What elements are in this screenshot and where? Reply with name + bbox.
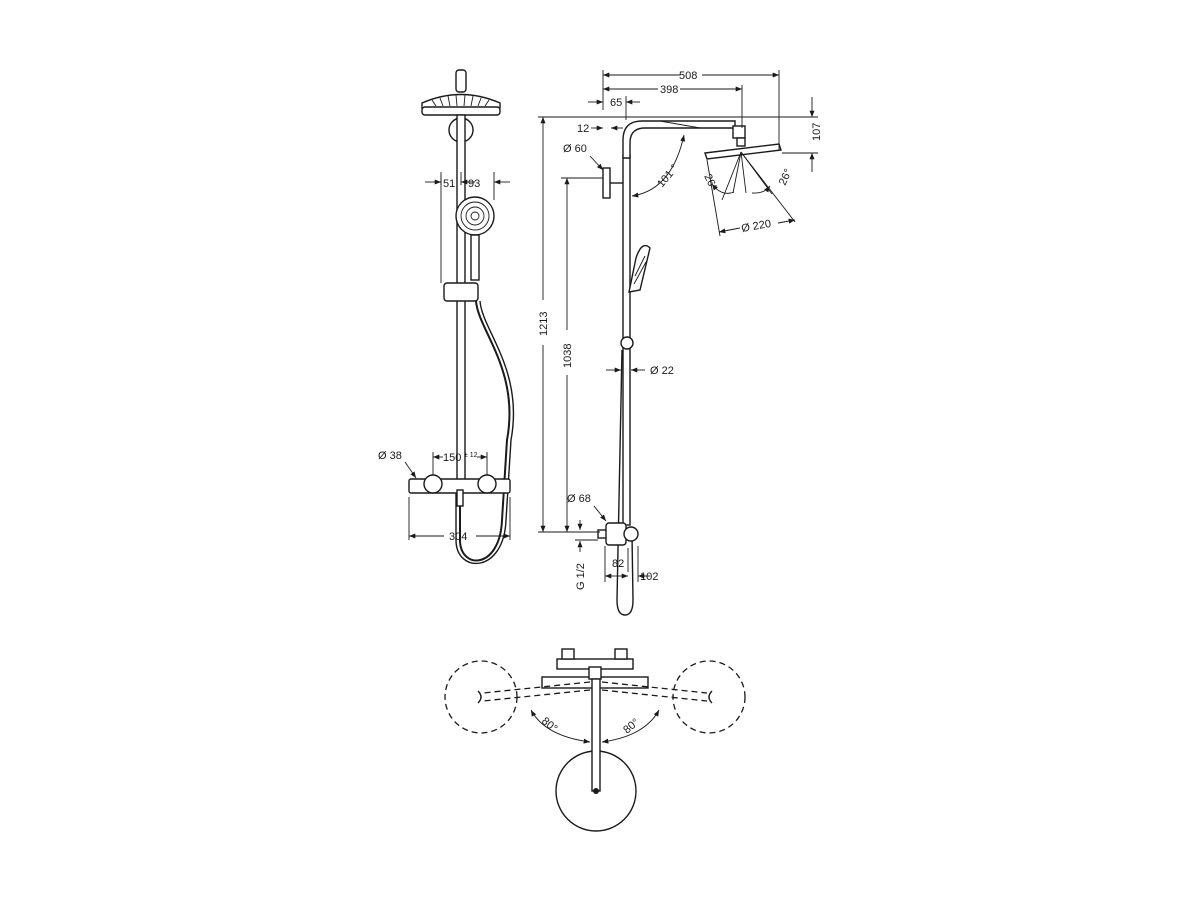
- front-view: 51 93 Ø 38 150 ± 12 304: [378, 69, 515, 565]
- dim-thread: G 1/2: [575, 520, 598, 590]
- width-304-label: 304: [449, 531, 467, 543]
- angle-101: 101 °: [631, 134, 686, 198]
- dim-150: 150 ± 12: [432, 452, 488, 475]
- arm-left: [482, 681, 591, 702]
- hose-side: [616, 349, 634, 616]
- dim-65-label: 65: [610, 97, 622, 109]
- thread-label: G 1/2: [575, 563, 587, 590]
- dim-60: Ø 60: [563, 143, 604, 171]
- dim-107-label: 107: [811, 123, 823, 141]
- dim-304: 304: [408, 497, 511, 543]
- dim-65: 65: [588, 96, 640, 120]
- wall-bracket: [602, 167, 611, 199]
- dim-38: Ø 38: [378, 450, 417, 479]
- arm-right: [601, 681, 708, 702]
- diameter-220-label: Ø 220: [740, 218, 772, 235]
- angle-left-label: 80°: [539, 715, 559, 735]
- shower-hose: [459, 300, 511, 562]
- dim-93-label: 93: [468, 178, 480, 190]
- angle-101-label: 101 °: [655, 162, 681, 189]
- arm-center: [591, 678, 601, 792]
- dim-398: 398: [603, 84, 743, 128]
- dim-107: 107: [748, 97, 823, 172]
- top-view: 80° 80°: [444, 648, 746, 832]
- hand-shower: [455, 196, 495, 281]
- dim-12: 12: [577, 123, 623, 135]
- slider-holder: [443, 282, 479, 302]
- spacing-tolerance-label: ± 12: [464, 452, 478, 459]
- dim-398-label: 398: [660, 84, 678, 96]
- side-view: 508 398 65 12 107 Ø 60: [538, 70, 823, 616]
- dim-1038: 1038: [561, 177, 603, 532]
- dim-51-93: 51 93: [425, 172, 510, 200]
- diameter-22-label: Ø 22: [650, 365, 674, 377]
- spacing-150-label: 150: [443, 452, 461, 464]
- dim-1213: 1213: [538, 116, 748, 533]
- mixer-side: [597, 522, 639, 546]
- diameter-68-label: Ø 68: [567, 493, 591, 505]
- dim-220: Ø 220: [706, 159, 796, 237]
- diameter-60-label: Ø 60: [563, 143, 587, 155]
- hand-shower-side: [620, 244, 651, 350]
- angle-right-label: 80°: [621, 716, 641, 736]
- angle-26: 26° 26°: [701, 167, 795, 194]
- dim-102-label: 102: [640, 571, 658, 583]
- dim-1038-label: 1038: [562, 344, 574, 368]
- dim-82-102: 82 102: [604, 546, 658, 583]
- dim-12-label: 12: [577, 123, 589, 135]
- dim-51-label: 51: [443, 178, 455, 190]
- diameter-38-label: Ø 38: [378, 450, 402, 462]
- dim-508: 508: [602, 70, 780, 150]
- angle-26-right-label: 26°: [777, 167, 795, 187]
- dim-508-label: 508: [679, 70, 697, 82]
- dim-68: Ø 68: [567, 493, 607, 522]
- thermostat-mixer: [408, 474, 511, 507]
- overhead-shower-head: [421, 69, 501, 143]
- dim-82-label: 82: [612, 558, 624, 570]
- dim-1213-label: 1213: [538, 312, 550, 336]
- dim-22: Ø 22: [606, 365, 674, 377]
